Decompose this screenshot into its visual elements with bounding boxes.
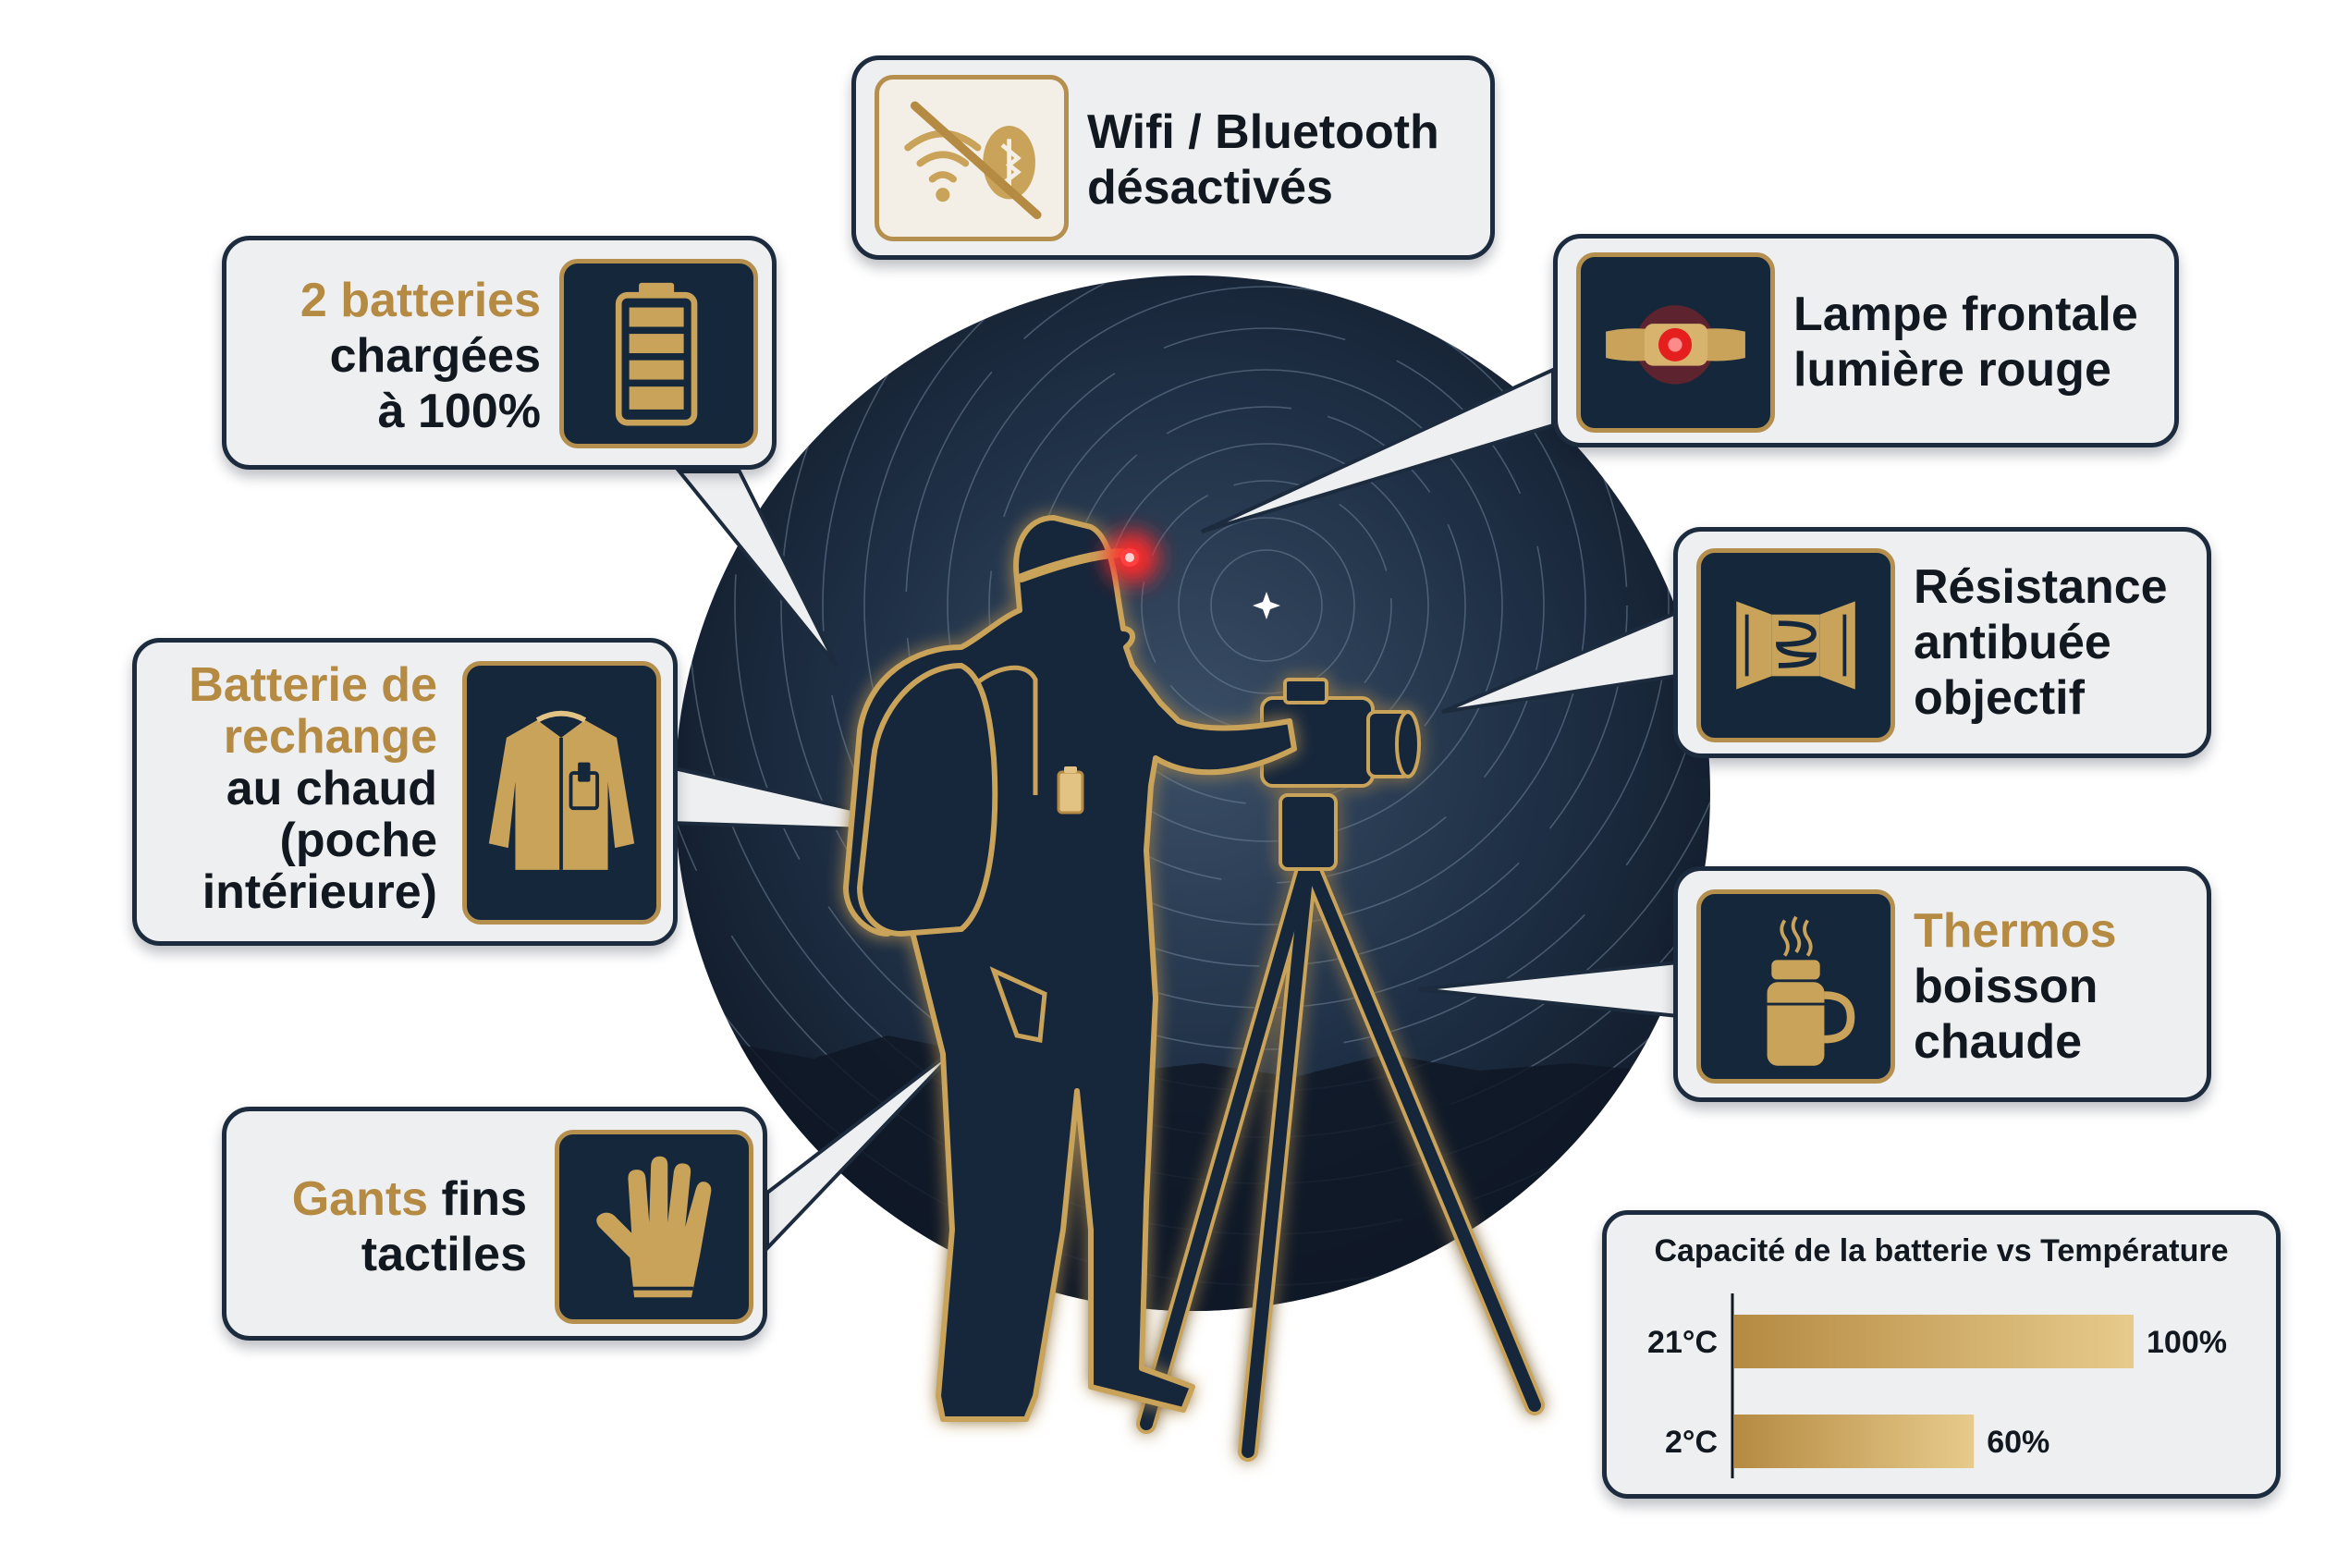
chart-bar (1734, 1315, 2134, 1368)
wifi-bluetooth-off-icon (875, 75, 1069, 241)
jacket-pocket-icon (462, 661, 661, 925)
headlamp-line-1: Lampe frontale (1793, 288, 2138, 341)
pocket-battery-icon (1057, 770, 1084, 815)
spare-highlight-2: rechange (223, 710, 437, 764)
spare-line-3: au chaud (226, 762, 437, 815)
headlamp-red-glow (1107, 532, 1158, 583)
callout-thermos: Thermos boisson chaude (1673, 866, 2211, 1102)
battery-capacity-chart: Capacité de la batterie vs Température 2… (1602, 1210, 2281, 1499)
callout-batteries: 2 batteries chargées à 100% (222, 236, 777, 470)
battery-chart-svg: Capacité de la batterie vs Température 2… (1647, 1233, 2229, 1478)
chart-title: Capacité de la batterie vs Température (1654, 1233, 2228, 1268)
thermos-line-2: boisson (1914, 960, 2098, 1013)
batteries-highlight: 2 batteries (300, 274, 541, 327)
spare-line-4: (poche (279, 814, 437, 867)
gloves-highlight: Gants (291, 1172, 429, 1226)
battery-full-icon (559, 259, 758, 448)
chart-value-label: 100% (2147, 1325, 2227, 1360)
callout-gloves: Gants fins tactiles (222, 1107, 767, 1341)
callout-wifi-bluetooth: Wifi / Bluetooth désactivés (851, 55, 1495, 260)
red-headlamp-icon (1576, 252, 1775, 433)
antifog-line-2: antibuée (1914, 616, 2111, 669)
antifog-line-1: Résistance (1914, 560, 2168, 614)
spare-highlight-1: Batterie de (189, 658, 437, 712)
gloves-rest: fins (428, 1172, 527, 1226)
pointer-gloves (765, 1038, 968, 1253)
chart-category-label: 2°C (1665, 1425, 1718, 1460)
antifog-line-3: objectif (1914, 671, 2085, 725)
batteries-line-2: chargées (329, 329, 541, 383)
chart-category-label: 21°C (1647, 1325, 1718, 1360)
chart-value-label: 60% (1987, 1425, 2049, 1460)
thermos-icon (1696, 889, 1895, 1084)
thermos-highlight: Thermos (1914, 904, 2117, 958)
lens-heater-icon (1696, 548, 1895, 742)
pole-star-icon (1253, 592, 1280, 619)
tripod (1136, 678, 1545, 1462)
batteries-line-3: à 100% (377, 385, 541, 438)
spare-line-5: intérieure) (202, 865, 437, 919)
thermos-line-3: chaude (1914, 1015, 2083, 1069)
callout-antifog: Résistance antibuée objectif (1673, 527, 2211, 758)
wifi-line-1: Wifi / Bluetooth (1087, 105, 1439, 159)
gloves-line-2: tactiles (361, 1228, 527, 1281)
photographer-silhouette (843, 515, 1297, 1422)
chart-bar (1734, 1415, 1975, 1468)
headlamp-line-2: lumière rouge (1793, 343, 2111, 397)
glove-icon (555, 1130, 753, 1324)
wifi-line-2: désactivés (1087, 161, 1333, 214)
pointer-batteries (675, 470, 838, 668)
callout-headlamp: Lampe frontale lumière rouge (1553, 234, 2179, 447)
callout-spare-battery: Batterie de rechange au chaud (poche int… (132, 638, 678, 946)
